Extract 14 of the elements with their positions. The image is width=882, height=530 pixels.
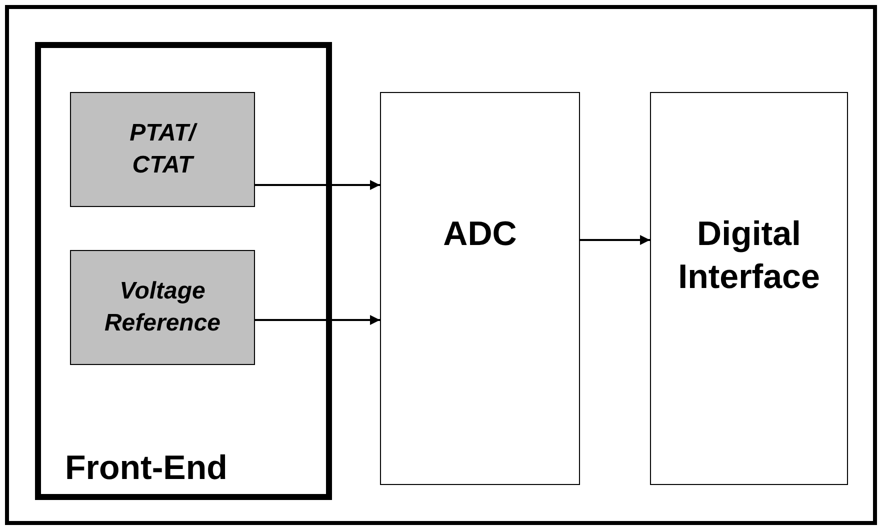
block-box [650, 92, 848, 485]
block-box [70, 250, 255, 365]
block-box [70, 92, 255, 207]
block-box [380, 92, 580, 485]
group-title: Front-End [65, 449, 228, 488]
block-label: ADC [442, 214, 518, 255]
block-label: PTAT/ CTAT [128, 118, 198, 180]
group-box [35, 42, 332, 500]
outer-frame [5, 5, 877, 525]
block-label: Digital Interface [677, 214, 821, 298]
arrow [255, 315, 380, 325]
arrow [580, 235, 650, 245]
block-label: Voltage Reference [103, 276, 222, 338]
arrow [255, 180, 380, 190]
